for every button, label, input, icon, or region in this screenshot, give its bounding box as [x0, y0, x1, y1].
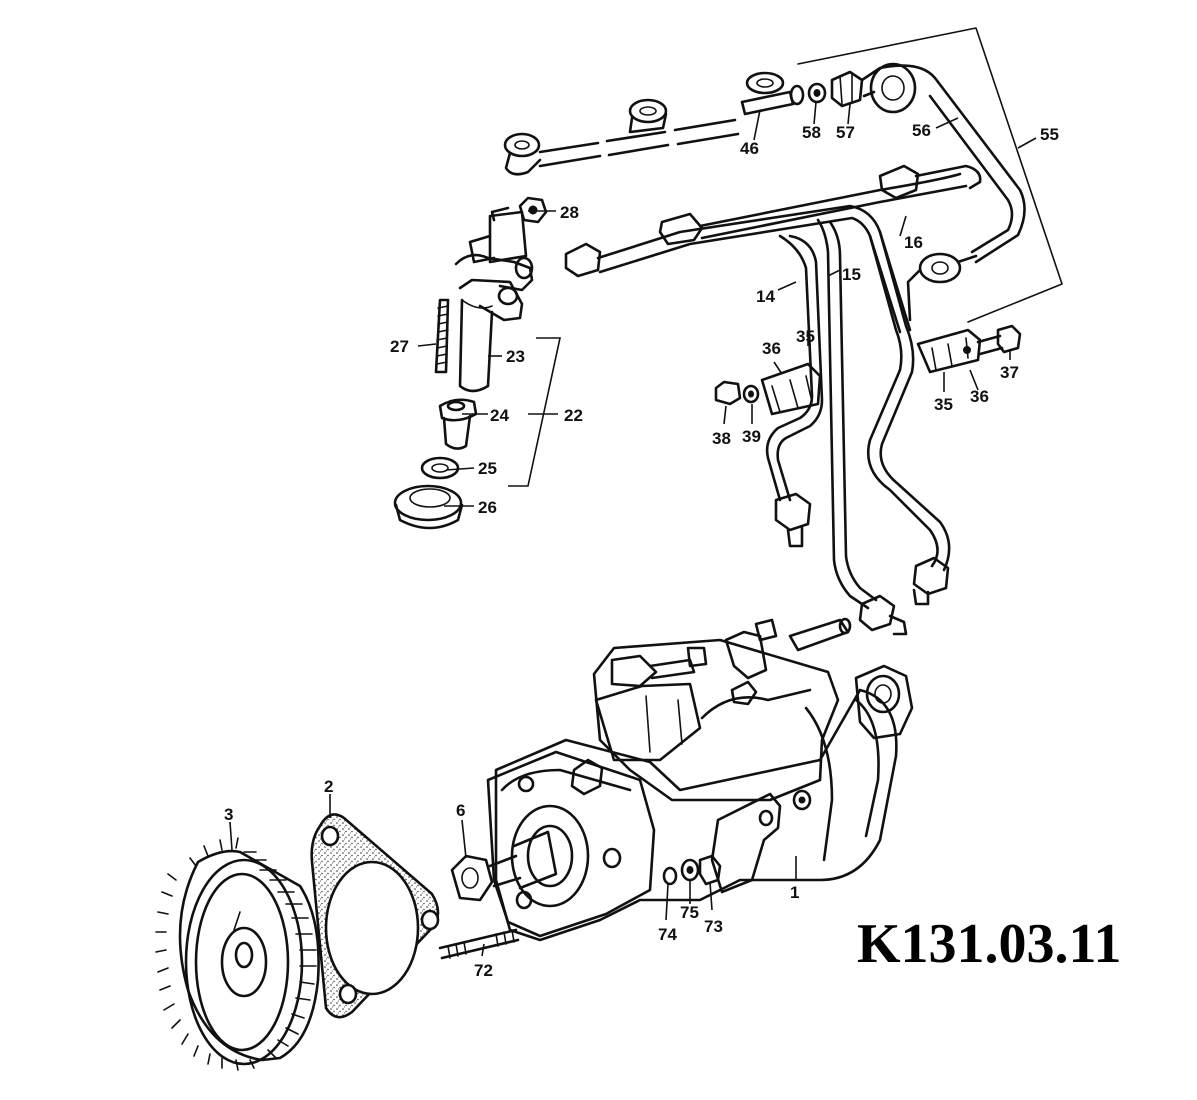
callout-leaders — [229, 101, 1037, 957]
callout-35-left: 35 — [796, 327, 815, 346]
callout-28: 28 — [560, 203, 579, 222]
callout-37: 37 — [1000, 363, 1019, 382]
callout-74: 74 — [658, 925, 677, 944]
return-line-assembly — [503, 27, 1063, 323]
callout-56: 56 — [912, 121, 931, 140]
callout-2: 2 — [324, 777, 333, 796]
injector-assembly — [393, 196, 561, 530]
callout-3: 3 — [224, 805, 233, 824]
callout-15: 15 — [842, 265, 861, 284]
callout-36-left: 36 — [762, 339, 781, 358]
callout-14: 14 — [756, 287, 775, 306]
callout-46: 46 — [740, 139, 759, 158]
callout-55: 55 — [1040, 125, 1059, 144]
callout-35-right: 35 — [934, 395, 953, 414]
callout-16: 16 — [904, 233, 923, 252]
injection-pump-body — [438, 617, 914, 960]
callout-25: 25 — [478, 459, 497, 478]
gasket-plate — [310, 813, 440, 1019]
injector-pipes — [564, 164, 982, 636]
callout-39: 39 — [742, 427, 761, 446]
callout-72: 72 — [474, 961, 493, 980]
callout-58: 58 — [802, 123, 821, 142]
callout-6: 6 — [456, 801, 465, 820]
callout-22: 22 — [564, 406, 583, 425]
callout-26: 26 — [478, 498, 497, 517]
drive-gear — [155, 837, 320, 1071]
callout-36-right: 36 — [970, 387, 989, 406]
callout-27: 27 — [390, 337, 409, 356]
diagram-code: K131.03.11 — [857, 913, 1121, 975]
callout-75: 75 — [680, 903, 699, 922]
callout-73: 73 — [704, 917, 723, 936]
pipe-clamps — [714, 324, 1022, 416]
callout-24: 24 — [490, 406, 509, 425]
callout-38: 38 — [712, 429, 731, 448]
callout-57: 57 — [836, 123, 855, 142]
callout-labels: 28 27 23 24 22 25 26 46 58 57 56 55 16 1… — [224, 121, 1059, 980]
callout-23: 23 — [506, 347, 525, 366]
callout-1: 1 — [790, 883, 799, 902]
